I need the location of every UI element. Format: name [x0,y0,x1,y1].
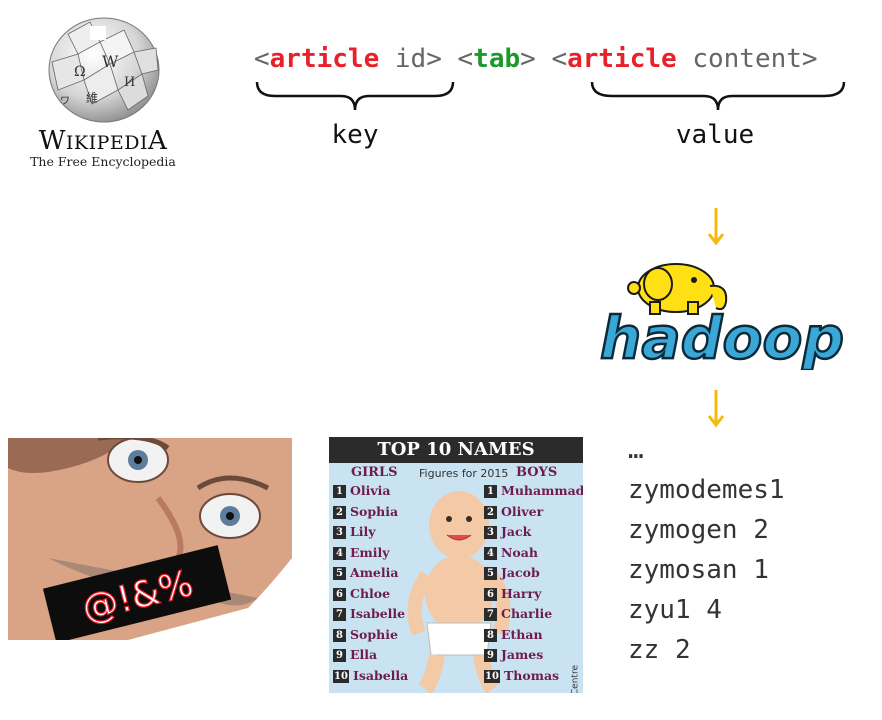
hadoop-logo: hadoop [596,258,848,373]
list-item: zyu1 4 [628,595,722,625]
source-credit: Source: BabyCentre [571,665,581,693]
elephant-icon [627,263,728,315]
key-brace [255,81,455,111]
girls-header: GIRLS [351,465,398,480]
list-item: … [628,435,644,465]
list-item: zymogen 2 [628,515,769,545]
svg-text:W: W [102,52,119,71]
baby-illustration [407,491,511,693]
top-10-names-infographic: TOP 10 NAMES GIRLS Figures for 2015 BOYS… [329,437,583,693]
arrow-down-icon [707,208,725,246]
hadoop-wordmark: hadoop [600,304,844,370]
output-word-list: … zymodemes1 zymogen 2 zymosan 1 zyu1 4 … [628,430,785,670]
svg-text:Ω: Ω [74,64,86,80]
boys-header: BOYS [516,465,558,480]
wikipedia-globe-icon: W Ω И 維 ワ [38,12,170,124]
list-item: zymodemes1 [628,475,785,505]
wikipedia-tagline: The Free Encyclopedia [30,154,176,169]
list-item: zz 2 [628,635,691,665]
svg-text:維: 維 [86,91,98,105]
svg-text:И: И [124,75,135,90]
list-item: zymosan 1 [628,555,769,585]
kv-format-line: <article id> <tab> <article content> [254,44,818,74]
figures-label: Figures for 2015 [419,467,509,480]
arrow-down-icon [707,390,725,428]
svg-text:ワ: ワ [60,96,70,107]
value-brace [590,81,846,111]
names-title: TOP 10 NAMES [329,437,583,463]
key-label: key [331,120,379,150]
wikipedia-wordmark: WIKIPEDIA [38,126,168,156]
value-label: value [675,120,755,150]
angry-man-photo: @!&% [8,438,292,640]
